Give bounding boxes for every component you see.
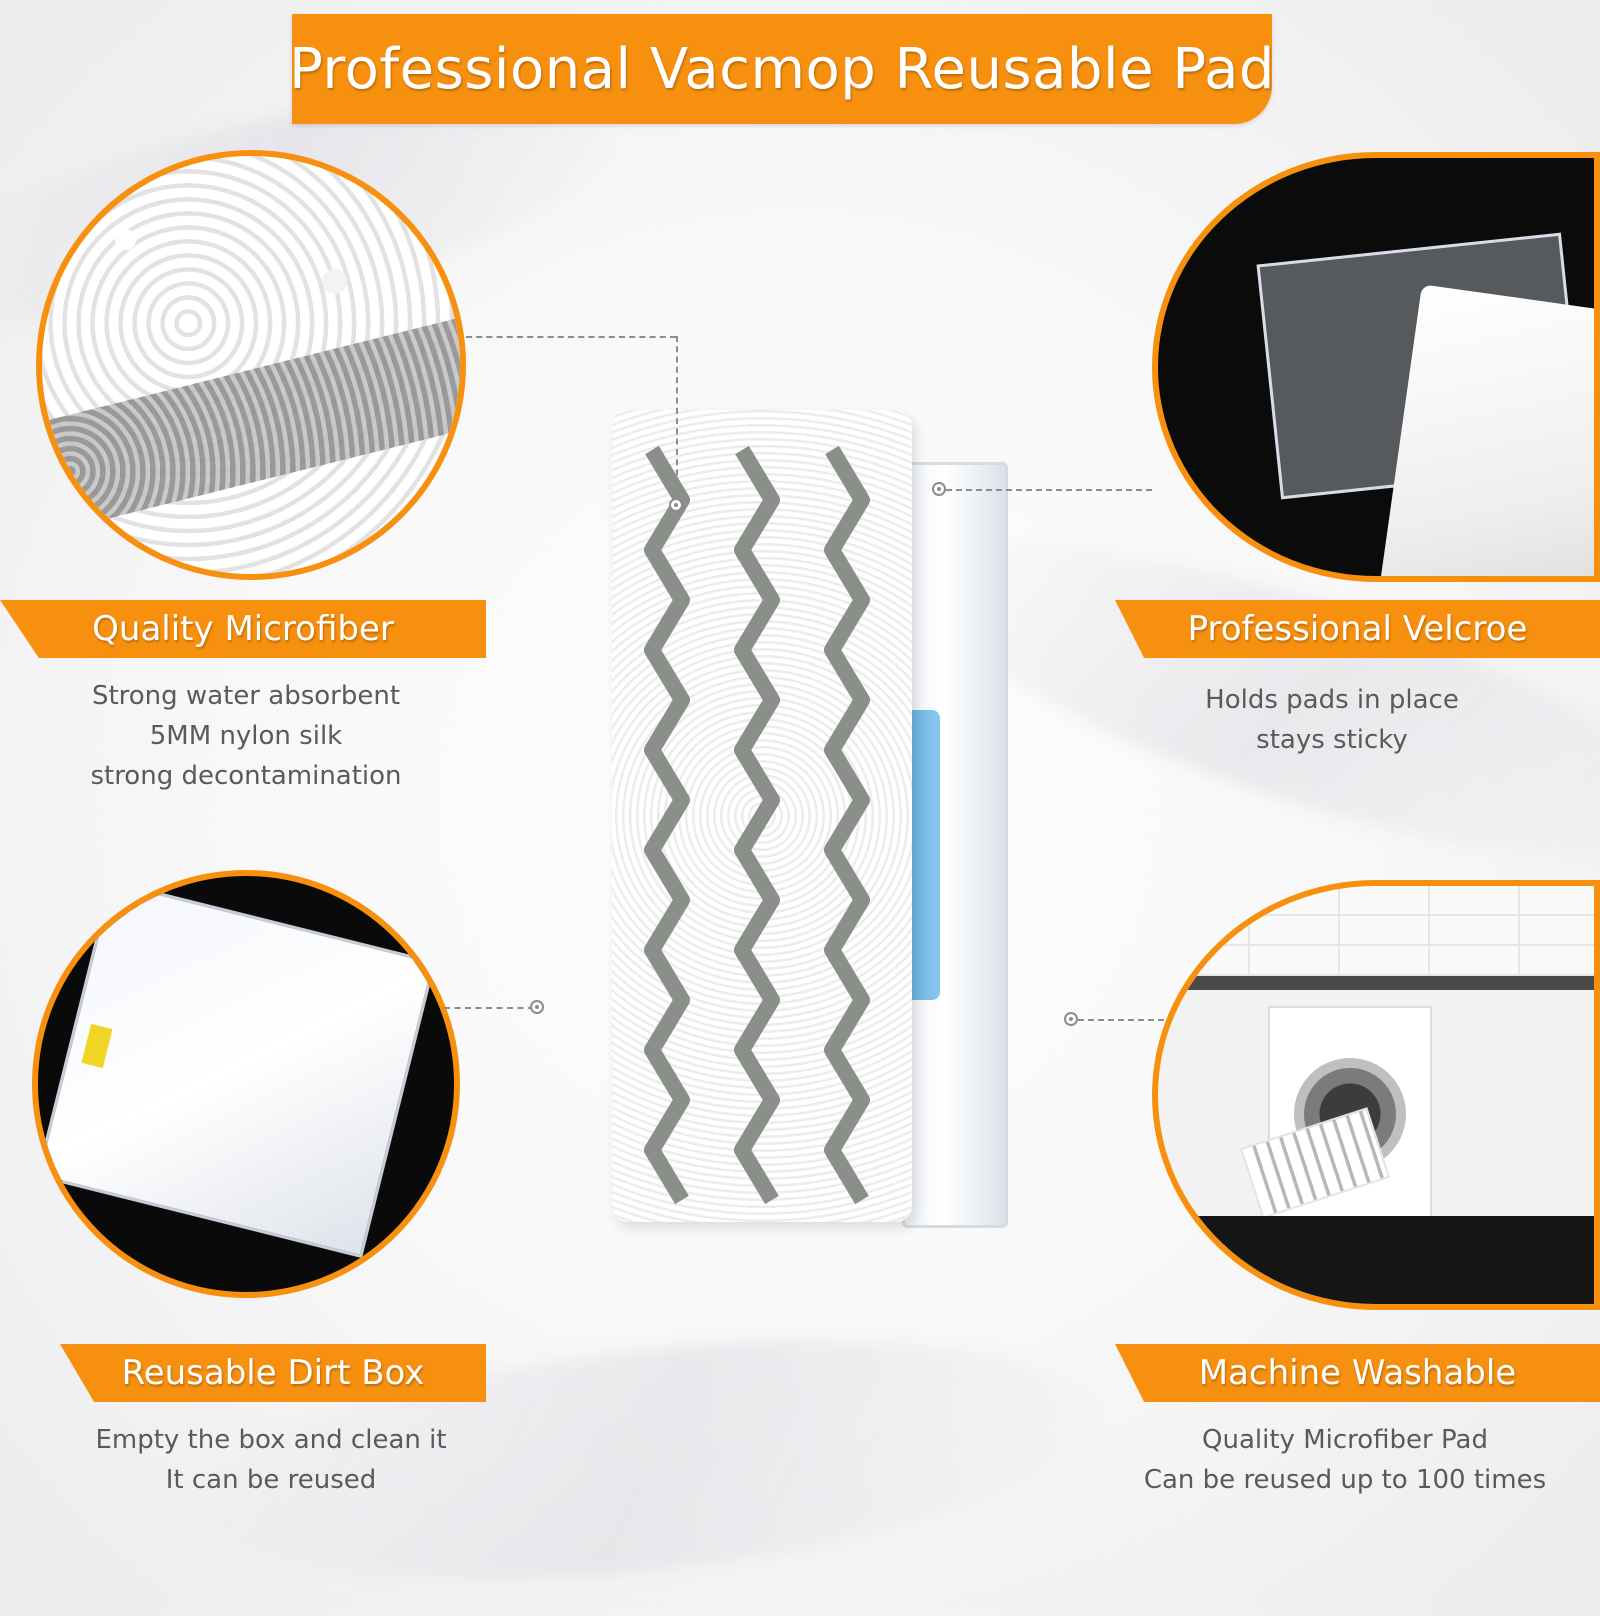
feature-desc-line: strong decontamination <box>90 761 402 791</box>
wall-tiles <box>1158 886 1594 976</box>
microfiber-stripe <box>42 304 460 538</box>
callout-dot-microfiber <box>669 498 683 512</box>
callout-line-microfiber <box>676 336 678 496</box>
callout-dot-dirt-box <box>530 1000 544 1014</box>
feature-label-velcro: Professional Velcroe <box>1187 609 1528 649</box>
feature-label-washable: Machine Washable <box>1198 1353 1517 1393</box>
feature-banner-velcro: Professional Velcroe <box>1115 600 1600 658</box>
callout-dot-washable <box>1064 1012 1078 1026</box>
countertop <box>1158 976 1594 990</box>
microfiber-closeup-image <box>36 150 466 580</box>
feature-label-dirt-box: Reusable Dirt Box <box>121 1353 425 1393</box>
clear-dirt-box <box>38 879 437 1259</box>
floor <box>1158 1216 1594 1304</box>
page-title: Professional Vacmop Reusable Pad <box>289 36 1275 102</box>
feature-banner-microfiber: Quality Microfiber <box>0 600 486 658</box>
zigzag-pattern <box>644 445 870 1205</box>
mop-pad-product-image <box>612 410 1032 1260</box>
feature-desc-line: Can be reused up to 100 times <box>1143 1465 1547 1495</box>
callout-line-velcro <box>946 489 1152 491</box>
title-banner: Professional Vacmop Reusable Pad <box>289 14 1275 124</box>
callout-line-microfiber <box>466 336 676 338</box>
callout-dot-velcro <box>932 482 946 496</box>
feature-desc-dirt-box: Empty the box and clean it It can be reu… <box>56 1420 486 1500</box>
feature-desc-microfiber: Strong water absorbent 5MM nylon silk st… <box>48 676 444 796</box>
feature-desc-line: Holds pads in place <box>1205 685 1459 715</box>
feature-desc-velcro: Holds pads in place stays sticky <box>1142 680 1522 760</box>
feature-desc-line: It can be reused <box>165 1465 377 1495</box>
dirt-box-image <box>32 870 460 1298</box>
velcro-closeup-image <box>1152 152 1600 582</box>
feature-banner-washable: Machine Washable <box>1115 1344 1600 1402</box>
feature-desc-line: Quality Microfiber Pad <box>1202 1425 1488 1455</box>
feature-desc-washable: Quality Microfiber Pad Can be reused up … <box>1110 1420 1580 1500</box>
microfiber-mop-pad <box>612 410 912 1222</box>
feature-label-microfiber: Quality Microfiber <box>92 609 394 649</box>
callout-line-washable <box>1078 1019 1164 1021</box>
laundry-room-image <box>1152 880 1600 1310</box>
feature-desc-line: Empty the box and clean it <box>95 1425 447 1455</box>
feature-banner-dirt-box: Reusable Dirt Box <box>60 1344 486 1402</box>
feature-desc-line: stays sticky <box>1256 725 1408 755</box>
callout-line-dirt-box <box>444 1007 534 1009</box>
feature-desc-line: Strong water absorbent <box>91 681 401 711</box>
feature-desc-line: 5MM nylon silk <box>149 721 343 751</box>
